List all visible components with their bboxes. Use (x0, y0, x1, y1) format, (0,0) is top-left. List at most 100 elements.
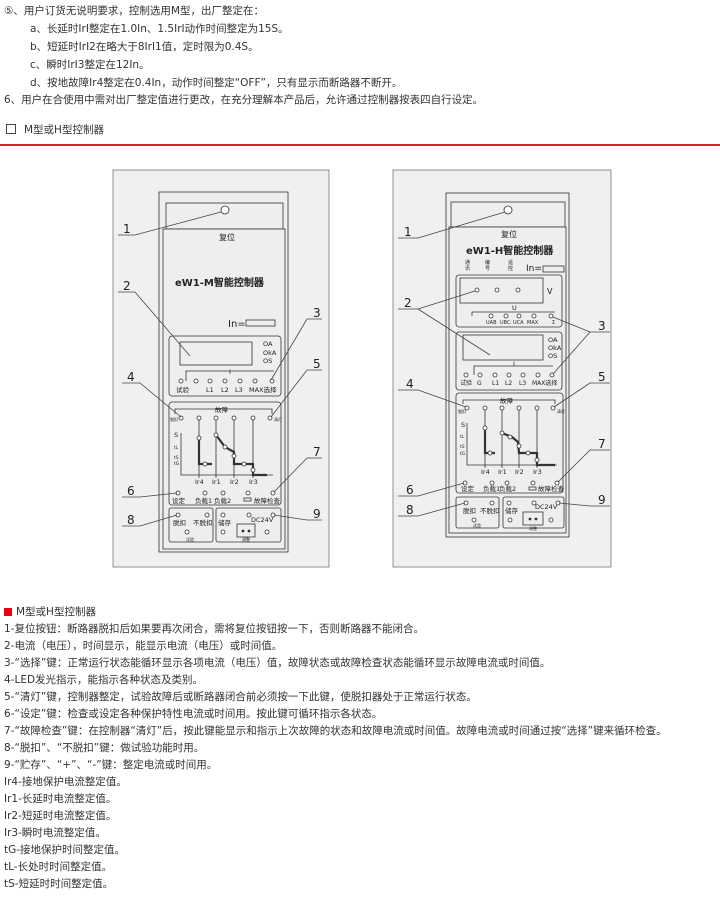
legend-item: Ir1-长延时电流整定值。 (4, 793, 117, 805)
reset-label: 复位 (501, 229, 517, 239)
label-ir3: Ir3 (249, 478, 258, 486)
legend-item: 4-LED发光指示，能指示各种状态及类别。 (4, 674, 204, 686)
key-load2: 负载2 (214, 496, 231, 505)
callout-4: 4 (406, 377, 414, 391)
unit-ka: OkA (263, 349, 277, 357)
clear-small: 清灯 (274, 416, 282, 422)
axis-tg: tG (174, 461, 180, 467)
in-label: In= (526, 264, 542, 274)
callout-9: 9 (313, 507, 321, 521)
i-label: I (229, 368, 231, 376)
key-l1: L1 (206, 386, 214, 394)
comm-label-2: 讯 (465, 265, 470, 272)
legend-item: 5-“清灯”键，控制器整定，试验故障后或断路器闭合前必须按一下此键，使脱扣器处于… (4, 691, 477, 703)
key-set: 设定 (461, 484, 475, 493)
comm-label-1: 通 (465, 259, 470, 266)
red-divider (0, 144, 720, 146)
legend-item: tS-短延时时间整定值。 (4, 878, 114, 890)
red-square-icon (4, 608, 12, 616)
callout-8: 8 (127, 513, 135, 527)
legend-item: 7-“故障检查”键：在控制器“清灯”后，按此键能显示和指示上次故障的状态和故障电… (4, 725, 667, 737)
test-label: 试验 (473, 522, 481, 528)
key-trip: 脱扣 (173, 518, 186, 527)
u-label: U (512, 304, 517, 312)
key-sigma: Σ (552, 320, 555, 326)
clear-small: 清灯 (557, 408, 565, 414)
h-controller-diagram: 复位 eW1-H智能控制器 通 讯 编 号 遥 控 In= V U UAB UB… (392, 169, 612, 568)
label-ir2: Ir2 (230, 478, 239, 486)
key-l3: L3 (235, 386, 243, 394)
legend-item: Ir3-瞬时电流整定值。 (4, 827, 106, 839)
code-label-2: 号 (485, 266, 490, 272)
legend-item: Ir2-短延时电流整定值。 (4, 810, 117, 822)
unit-s: OS (263, 357, 272, 365)
checkbox-icon (6, 124, 16, 134)
axis-ts: tS (460, 444, 465, 450)
key-l2: L2 (221, 386, 229, 394)
legend-item: tL-长处时时间整定值。 (4, 861, 113, 873)
key-no-trip: 不脱扣 (193, 518, 213, 527)
callout-2: 2 (123, 279, 131, 293)
key-l2: L2 (505, 380, 512, 387)
trip-small: 脱扣 (170, 416, 178, 422)
display-screen (179, 341, 253, 366)
callout-4: 4 (127, 370, 135, 384)
legend-item: Ir4-接地保护电流整定值。 (4, 776, 127, 788)
trip-small: 脱扣 (458, 408, 466, 414)
callout-3: 3 (598, 319, 606, 333)
intro-item-5: ⑤、用户订货无说明要求，控制选用M型，出厂整定在： (4, 5, 264, 17)
unit-s: OS (548, 352, 557, 360)
intro-item-c: c、瞬时IrI3整定在12In。 (30, 59, 150, 71)
reset-button-icon (220, 205, 230, 215)
key-no-trip: 不脱扣 (480, 506, 500, 515)
adjust-label: 调整 (529, 525, 537, 531)
i-label: I (513, 360, 515, 368)
callout-2: 2 (404, 296, 412, 310)
legend-item: 3-“选择”键：正常运行状态能循环显示各项电流（电压）值，故障状态或故障检查状态… (4, 657, 551, 669)
key-u-max: MAX (527, 320, 539, 326)
intro-item-6: 6、用户在合使用中需对出厂整定值进行更改，在充分理解本产品后，允许通过控制器按表… (4, 94, 484, 106)
unit-ka: OkA (548, 344, 562, 352)
in-label: In= (228, 319, 246, 330)
unit-a: OA (548, 336, 558, 344)
callout-9: 9 (598, 493, 606, 507)
callout-7: 7 (598, 437, 606, 451)
callout-1: 1 (123, 222, 131, 236)
legend-item: 9-“贮存”、“+”、“-”键：整定电流或时间用。 (4, 759, 218, 771)
callout-1: 1 (404, 225, 412, 239)
axis-s: S (174, 431, 178, 439)
key-test: 试验 (176, 385, 190, 394)
reset-button-icon (503, 205, 513, 215)
callout-5: 5 (313, 357, 321, 371)
key-ubc: UBC (500, 320, 511, 326)
label-ir4: Ir4 (195, 478, 204, 486)
dc24v-label: DC24V (251, 516, 274, 524)
key-uab: UAB (486, 320, 497, 326)
key-uca: UCA (513, 320, 524, 326)
key-max-select: MAX选择 (532, 379, 557, 387)
callout-3: 3 (313, 306, 321, 320)
label-ir4: Ir4 (481, 468, 490, 476)
legend-item: 1-复位按钮：断路器脱扣后如果要再次闭合，需将复位按钮按一下，否则断路器不能闭合… (4, 623, 424, 635)
key-fault-check: 故障检查 (538, 484, 565, 493)
label-ir1: Ir1 (498, 468, 507, 476)
key-max-select: MAX选择 (249, 385, 277, 394)
m-controller-diagram: 复位 eW1-M智能控制器 In= OA OkA OS I 试验 L1 L2 L… (112, 169, 330, 568)
unit-a: OA (263, 340, 273, 348)
code-label-1: 编 (485, 259, 490, 266)
section-heading-text: M型或H型控制器 (24, 124, 104, 136)
key-store: 储存 (218, 518, 232, 527)
legend-item: 2-电流（电压），时间显示，能显示电流（电压）或时间值。 (4, 640, 283, 652)
callout-6: 6 (127, 484, 135, 498)
current-screen (462, 334, 544, 361)
key-load1: 负载1 (483, 484, 500, 493)
axis-tl: tL (174, 445, 179, 451)
intro-item-a: a、长延时IrI整定在1.0In、1.5IrI动作时间整定为15S。 (30, 23, 289, 35)
callout-6: 6 (406, 483, 414, 497)
legend-item: 6-“设定”键：检查或设定各种保护特性电流或时间用。按此键可循环指示各状态。 (4, 708, 383, 720)
key-test: 试验 (460, 379, 472, 387)
key-load2: 负载2 (499, 484, 516, 493)
fault-label: 故障 (215, 405, 229, 414)
